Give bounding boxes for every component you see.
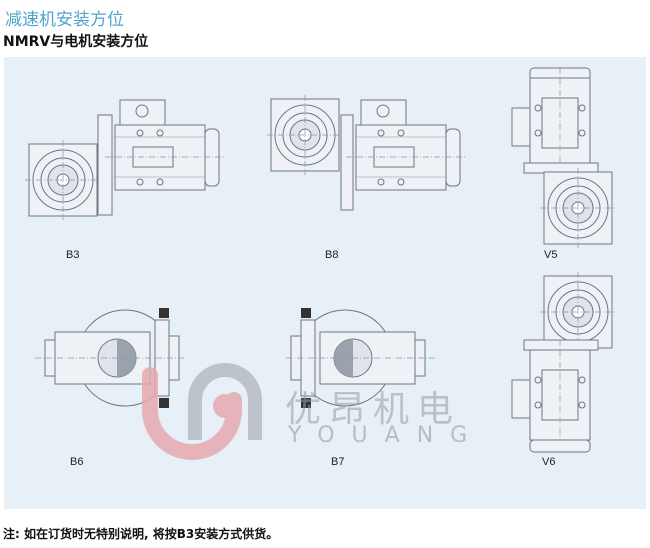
- diagram-v6: [511, 271, 617, 453]
- watermark-en: YOUANG: [288, 423, 485, 448]
- section-subtitle: NMRV与电机安装方位: [3, 34, 149, 50]
- section-title: 减速机安装方位: [5, 10, 124, 30]
- label-v6: V6: [542, 456, 556, 468]
- label-b3: B3: [66, 249, 80, 261]
- diagram-b6: [34, 307, 186, 409]
- watermark-cn: 优昂机电: [285, 389, 462, 430]
- diagram-b3: [24, 99, 226, 221]
- label-b6: B6: [70, 456, 84, 468]
- label-v5: V5: [544, 249, 558, 261]
- watermark-logo: [142, 363, 262, 460]
- diagram-b8: [266, 94, 467, 211]
- diagram-v5: [511, 67, 617, 249]
- label-b8: B8: [325, 249, 339, 261]
- supply-note: 注: 如在订货时无特别说明, 将按B3安装方式供货。: [3, 527, 279, 541]
- label-b7: B7: [331, 456, 345, 468]
